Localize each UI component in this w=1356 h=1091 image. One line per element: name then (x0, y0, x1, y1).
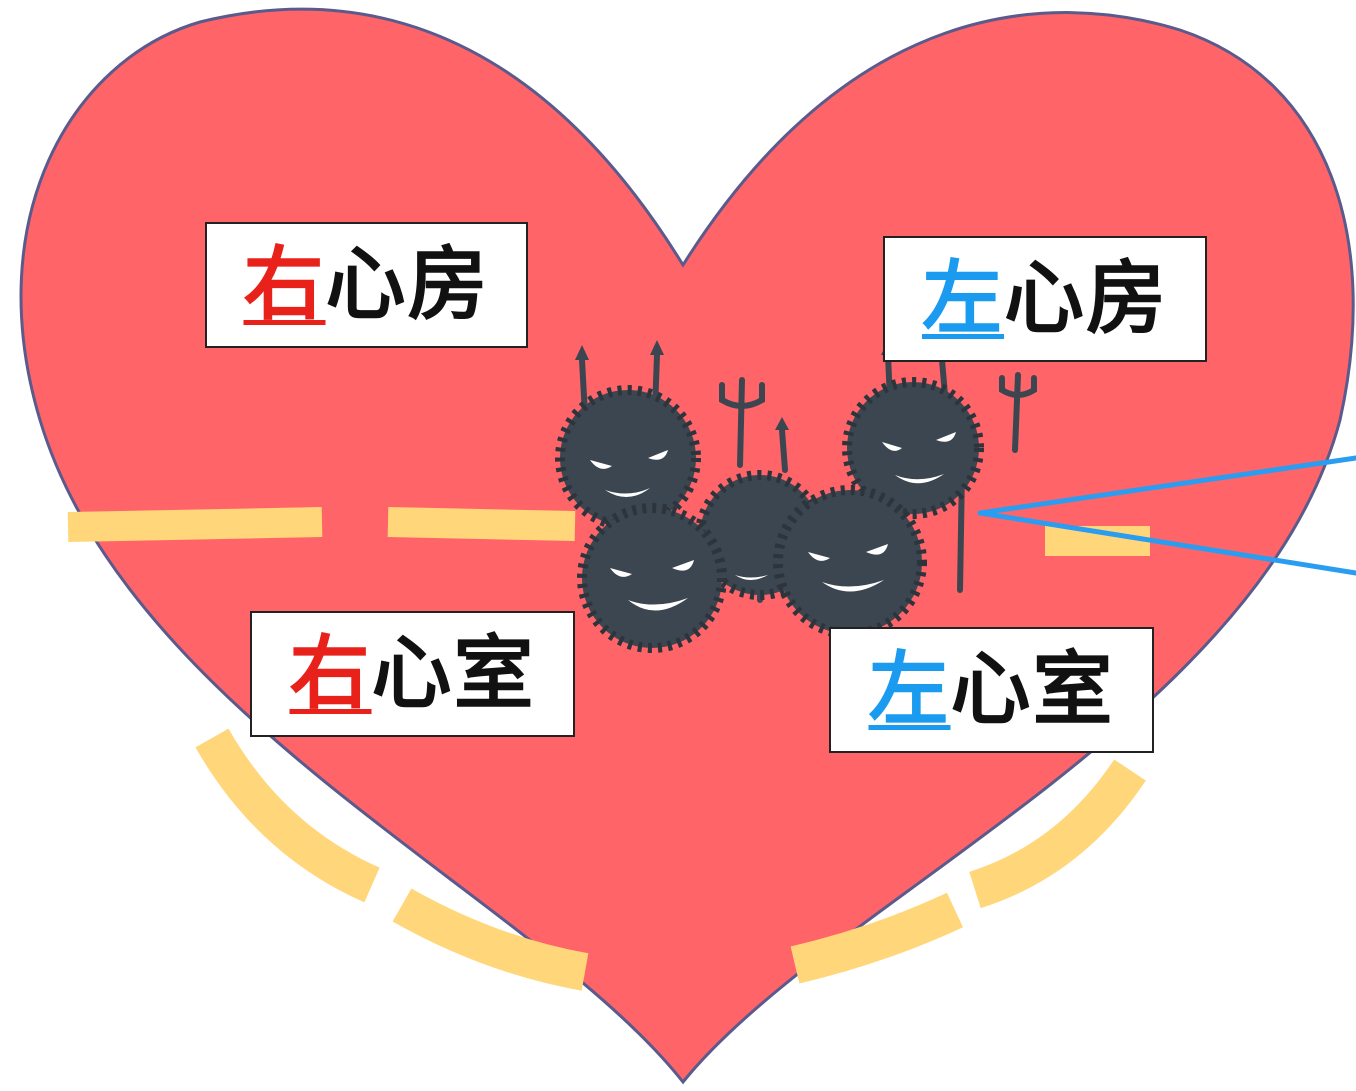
label-side-right: 右 (289, 627, 372, 720)
label-side-left: 左 (868, 643, 951, 736)
label-chamber-text: 心房 (325, 238, 490, 331)
blue-lines (977, 455, 1356, 576)
label-left-ventricle: 左心室 (829, 627, 1154, 753)
septum-divider-bottom (195, 728, 1146, 991)
septum-divider-horizontal (67, 507, 1150, 556)
label-side-left: 左 (922, 252, 1004, 345)
label-chamber-text: 心室 (371, 627, 536, 720)
label-left-atrium: 左心房 (883, 236, 1207, 362)
label-right-ventricle: 右心室 (250, 611, 575, 737)
label-chamber-text: 心房 (1004, 252, 1168, 345)
label-right-atrium: 右心房 (205, 222, 528, 348)
label-side-right: 右 (243, 238, 326, 331)
label-chamber-text: 心室 (950, 643, 1115, 736)
germ-devil-icon (555, 340, 1037, 653)
